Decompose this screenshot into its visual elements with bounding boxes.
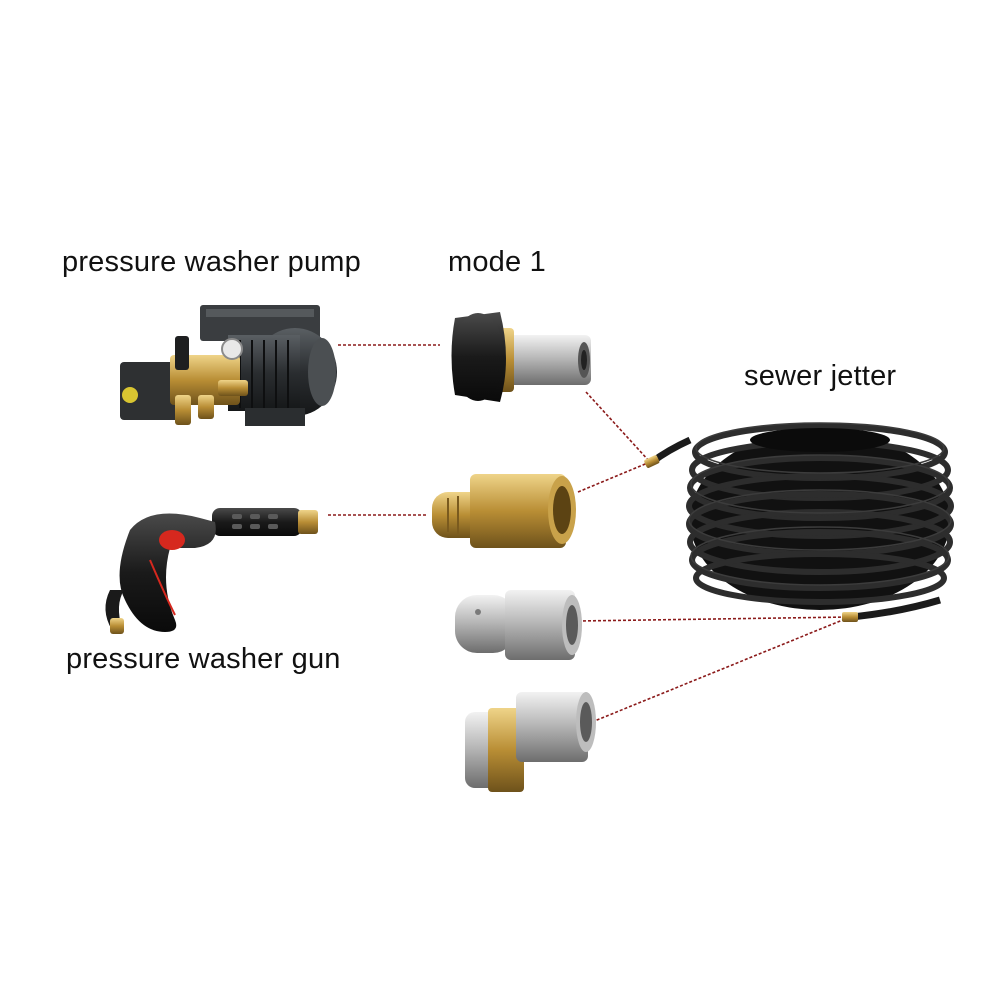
button-nozzle-icon (455, 590, 582, 660)
hose-adapter-icon (451, 312, 591, 402)
connector-adapter-to-hose (585, 391, 651, 463)
rotating-nozzle-icon (465, 692, 596, 792)
pressure-washer-pump-icon (120, 305, 337, 426)
jetter-label: sewer jetter (744, 360, 897, 392)
coiled-hose-icon (644, 422, 954, 622)
mode-label: mode 1 (448, 246, 546, 278)
spray-gun-icon (105, 508, 318, 634)
connector-plug-to-hose (577, 461, 651, 493)
quick-connect-plug-icon (432, 474, 576, 548)
gun-label: pressure washer gun (66, 643, 341, 675)
pump-label: pressure washer pump (62, 246, 361, 278)
connector-nozzle2-to-hose (591, 616, 851, 723)
connector-nozzle1-to-hose (577, 616, 851, 622)
connector-lines (328, 344, 851, 723)
